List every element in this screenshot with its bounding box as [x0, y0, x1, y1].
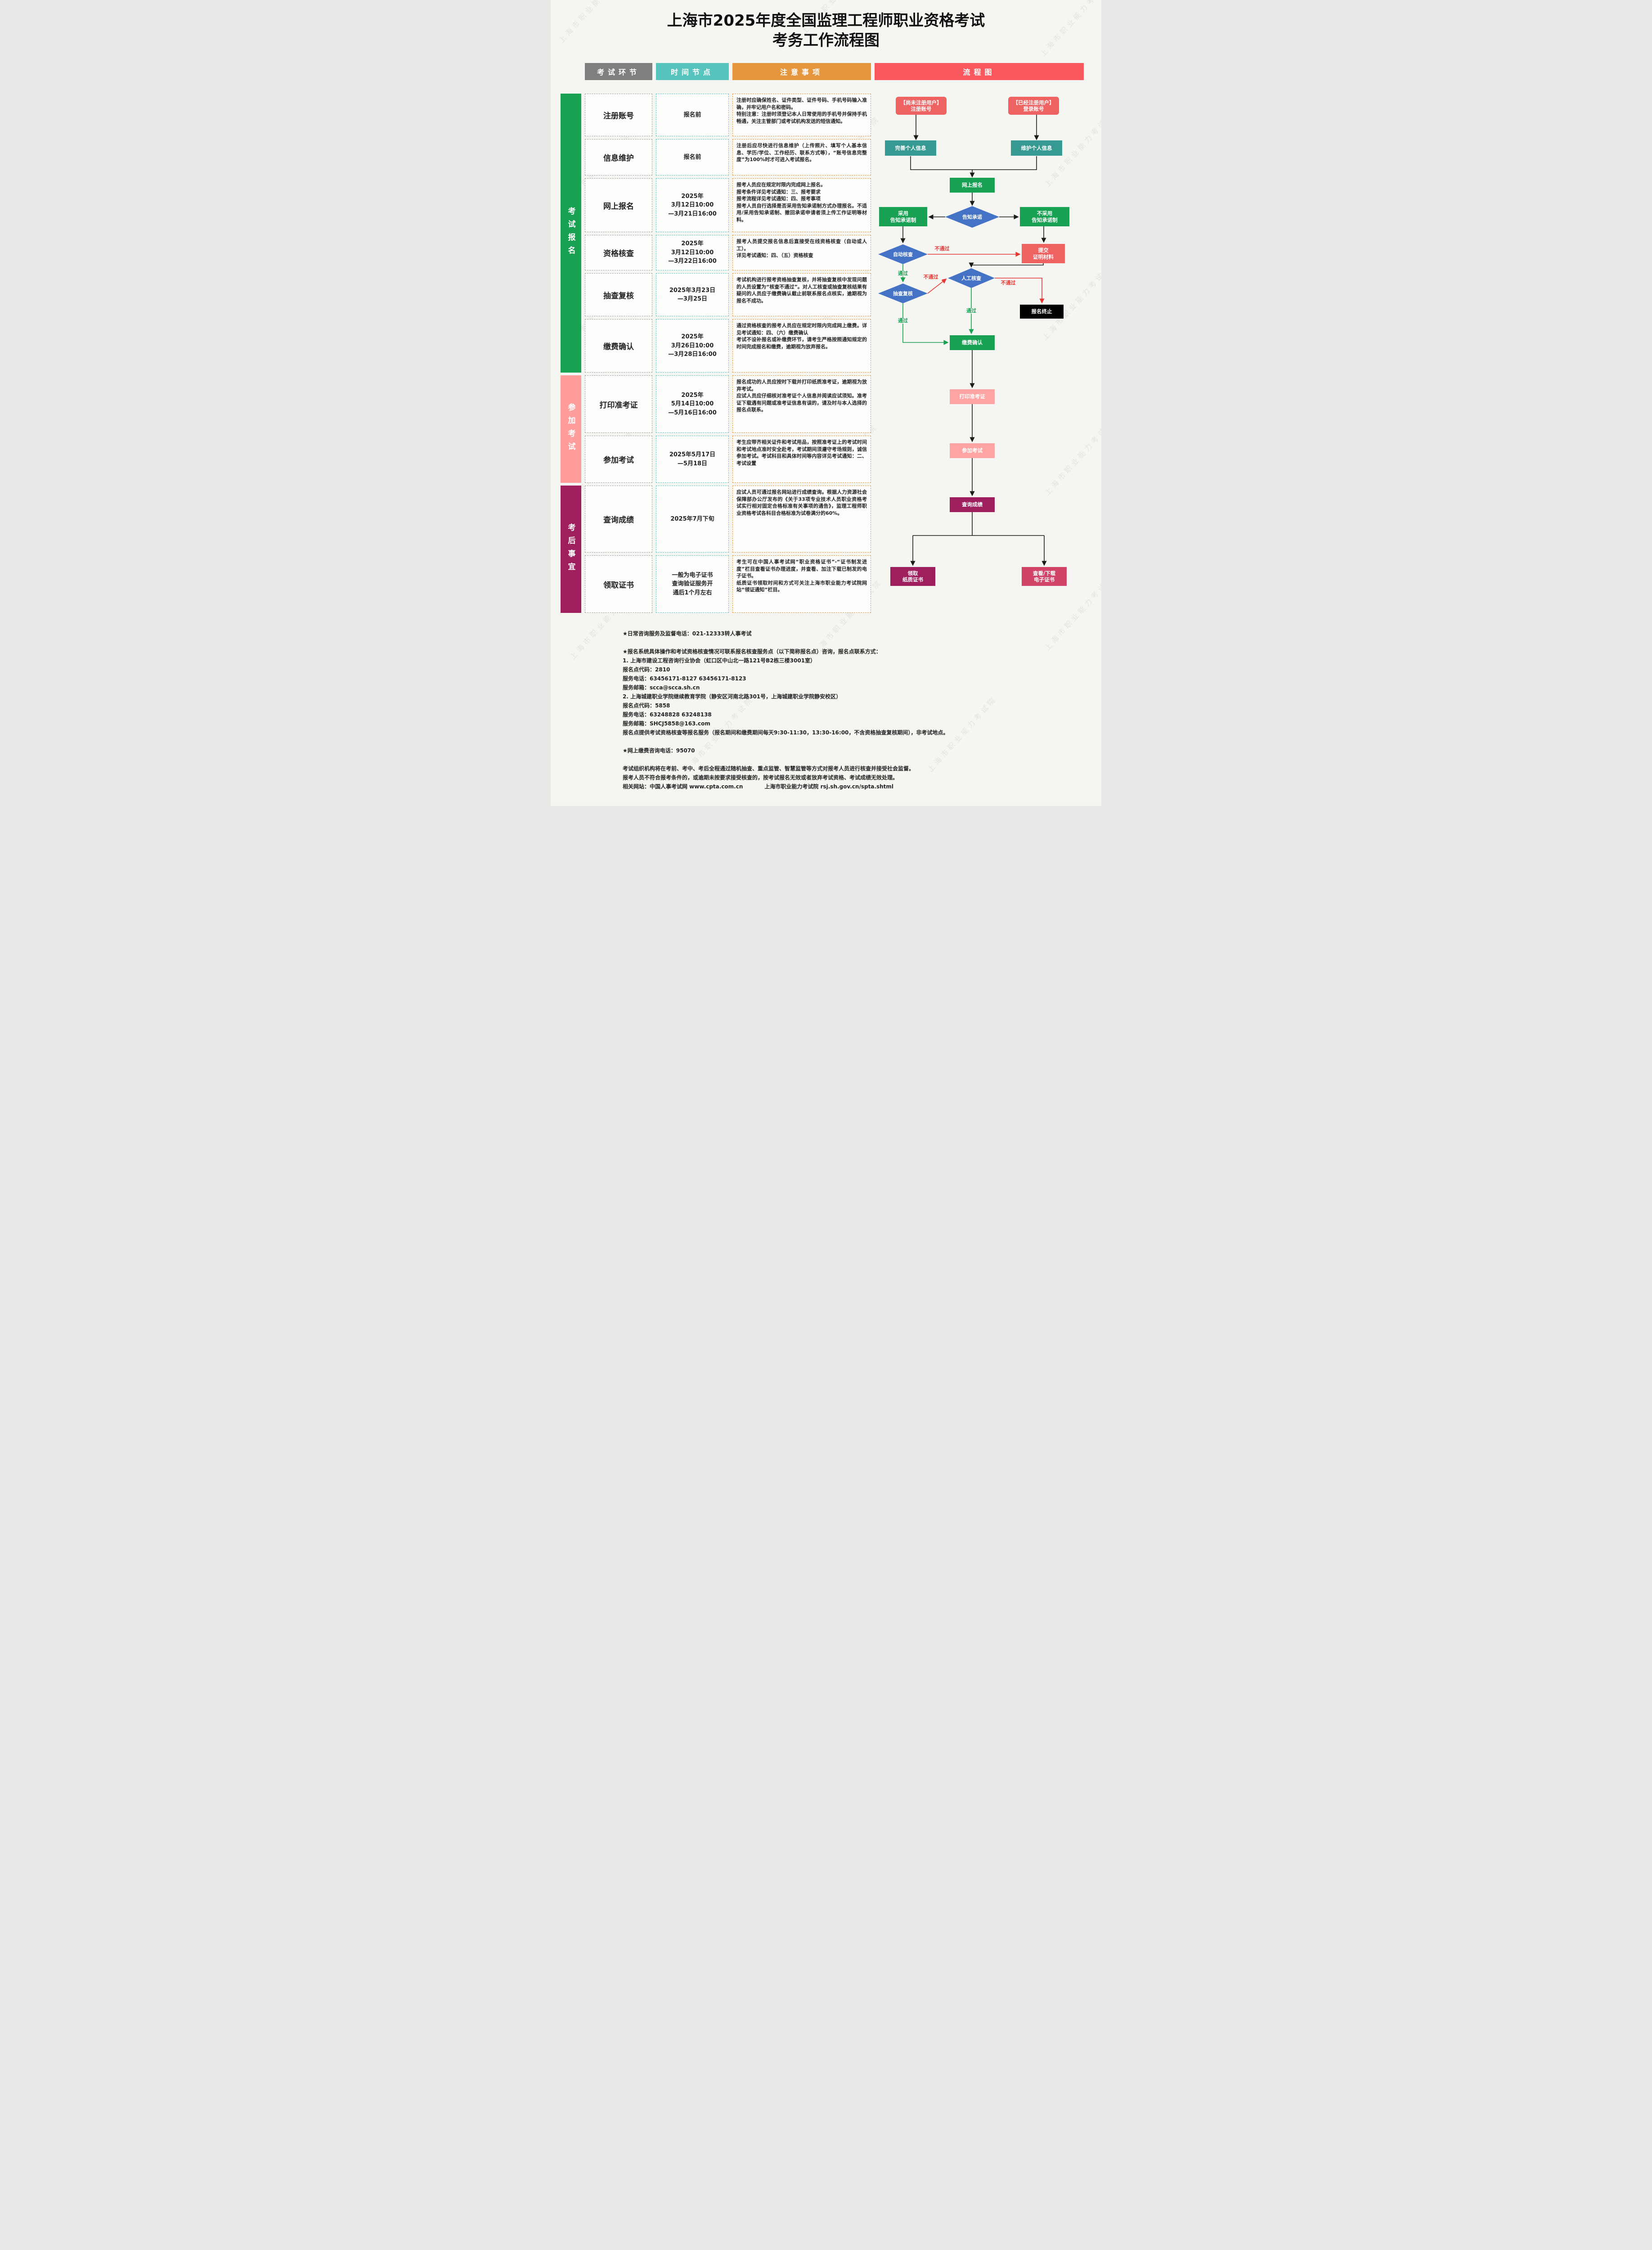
flow-node-print-ticket: 打印准考证	[950, 389, 995, 404]
time-cell-certificate: 一般为电子证书 查询验证服务开 通后1个月左右	[656, 555, 729, 613]
time-cell-online-reg: 2025年 3月12日10:00 —3月21日16:00	[656, 178, 729, 232]
note-cell-score: 应试人员可通过报名网站进行成绩查询。根据人力资源社会保障部办公厅发布的《关于33…	[732, 486, 871, 553]
edge-label-fail-spot: 不通过	[920, 274, 942, 280]
flow-node-online-register: 网上报名	[950, 178, 995, 193]
footer-point2-code: 报名点代码：5858	[623, 702, 670, 709]
time-cell-print-ticket: 2025年 5月14日10:00 —5月16日16:00	[656, 375, 729, 433]
footer-point1-name: 1. 上海市建设工程咨询行业协会（虹口区中山北一路121号B2栋三楼3001室）	[623, 657, 816, 664]
footer-hotline: ★日常咨询服务及监督电话：021-12333转人事考试	[623, 630, 752, 637]
footer: ★日常咨询服务及监督电话：021-12333转人事考试 ★报名系统具体操作和考试…	[623, 629, 1073, 791]
step-cell-payment: 缴费确认	[585, 319, 652, 373]
step-cell-score: 查询成绩	[585, 486, 652, 553]
footer-spacer	[623, 755, 1073, 764]
flow-node-pay-confirm: 缴费确认	[950, 335, 995, 350]
note-cell-register: 注册时应确保姓名、证件类型、证件号码、手机号码输入准确，并牢记用户名和密码。 特…	[732, 94, 871, 136]
flow-node-not-adopt-promise: 不采用 告知承诺制	[1020, 207, 1069, 226]
flowchart: 【尚未注册用户】 注册账号 【已经注册用户】 登录账号 完善个人信息 维护个人信…	[875, 83, 1084, 616]
footer-service-intro: ★报名系统具体操作和考试资格核查情况可联系报名核查服务点（以下简称报名点）咨询，…	[623, 648, 881, 655]
note-cell-spot-check: 考试机构进行报考资格抽查复核，并将抽查复核中发现问题的人员设置为“核查不通过”。…	[732, 273, 871, 316]
note-cell-certificate: 考生可在中国人事考试网“职业资格证书”-“证书制发进度”栏目查看证书办理进度，并…	[732, 555, 871, 613]
footer-point1-email: 服务邮箱：scca@scca.sh.cn	[623, 684, 700, 691]
footer-point1-phone: 服务电话：63456171-8127 63456171-8123	[623, 675, 746, 682]
flow-node-submit-materials: 提交 证明材料	[1022, 244, 1065, 263]
footer-related-websites: 相关网站：中国人事考试网 www.cpta.com.cn 上海市职业能力考试院 …	[623, 783, 893, 790]
time-cell-score: 2025年7月下旬	[656, 486, 729, 553]
step-cell-info: 信息维护	[585, 139, 652, 176]
time-cell-spot-check: 2025年3月23日 —3月25日	[656, 273, 729, 316]
flow-node-query-score: 查询成绩	[950, 497, 995, 512]
flow-node-adopt-promise: 采用 告知承诺制	[879, 207, 927, 226]
time-cell-take-exam: 2025年5月17日 —5月18日	[656, 436, 729, 483]
step-cell-qualification: 资格核查	[585, 235, 652, 270]
footer-supervision-2: 报考人员不符合报考条件的，或逾期未按要求接受核查的，按考试报名无效或者放弃考试资…	[623, 774, 898, 781]
flow-node-e-cert: 查看/下载 电子证书	[1022, 567, 1067, 586]
note-cell-info: 注册后应尽快进行信息维护（上传照片、填写个人基本信息、学历/学位、工作经历、联系…	[732, 139, 871, 176]
footer-point2-phone: 服务电话：63248828 63248138	[623, 711, 712, 718]
footer-point2-name: 2. 上海城建职业学院继续教育学院（静安区河南北路301号，上海城建职业学院静安…	[623, 693, 842, 700]
flow-node-maintain-info: 维护个人信息	[1011, 140, 1062, 156]
footer-supervision-1: 考试组织机构将在考前、考中、考后全程通过随机抽查、重点监管、智慧监管等方式对报考…	[623, 765, 915, 772]
step-cell-take-exam: 参加考试	[585, 436, 652, 483]
flow-node-terminate: 报名终止	[1020, 305, 1064, 319]
footer-spacer	[623, 638, 1073, 647]
column-header-time: 时间节点	[656, 63, 729, 80]
flowchart-arrows	[900, 115, 1047, 566]
note-cell-take-exam: 考生应带齐相关证件和考试用品，按照准考证上的考试时间和考试地点准时安全赴考，考试…	[732, 436, 871, 483]
step-cell-register: 注册账号	[585, 94, 652, 136]
footer-spacer	[623, 737, 1073, 746]
time-cell-payment: 2025年 3月26日10:00 —3月28日16:00	[656, 319, 729, 373]
edge-label-fail-auto: 不通过	[931, 246, 953, 252]
column-header-flow: 流程图	[875, 63, 1084, 80]
step-cell-print-ticket: 打印准考证	[585, 375, 652, 433]
note-cell-qualification: 报考人员提交报名信息后直接受在线资格核查（自动或人工）。 详见考试通知：四、（五…	[732, 235, 871, 270]
footer-pay-hotline: ★网上缴费咨询电话：95070	[623, 747, 695, 754]
footer-point1-code: 报名点代码：2810	[623, 666, 670, 673]
edge-label-pass-auto: 通过	[895, 270, 911, 277]
step-cell-spot-check: 抽查复核	[585, 273, 652, 316]
step-cell-online-reg: 网上报名	[585, 178, 652, 232]
step-cell-certificate: 领取证书	[585, 555, 652, 613]
note-cell-online-reg: 报考人员应在规定时限内完成网上报名。 报考条件详见考试通知：三、报考要求 报考流…	[732, 178, 871, 232]
footer-point2-email: 服务邮箱：SHCJ5858@163.com	[623, 720, 710, 727]
phase-bar-after-exam: 考后事宜	[561, 486, 581, 613]
phase-bar-registration: 考试报名	[561, 94, 581, 373]
time-cell-info: 报名前	[656, 139, 729, 176]
page-title-line1: 上海市2025年度全国监理工程师职业资格考试	[667, 12, 985, 30]
page-title-line2: 考务工作流程图	[772, 32, 880, 50]
time-cell-qualification: 2025年 3月12日10:00 —3月22日16:00	[656, 235, 729, 270]
flow-node-take-exam: 参加考试	[950, 443, 995, 458]
column-header-step: 考试环节	[585, 63, 652, 80]
note-cell-print-ticket: 报名成功的人员应按时下载并打印纸质准考证，逾期视为放弃考试。 应试人员应仔细核对…	[732, 375, 871, 433]
column-header-notes: 注意事项	[732, 63, 871, 80]
flow-node-complete-info: 完善个人信息	[885, 140, 936, 156]
phase-bar-exam: 参加考试	[561, 375, 581, 483]
page: 上海市职业能力考试院 上海市职业能力考试院 上海市职业能力考试院 上海市职业能力…	[551, 0, 1101, 806]
flow-node-paper-cert: 领取 纸质证书	[890, 567, 935, 586]
flow-node-register-existing: 【已经注册用户】 登录账号	[1008, 97, 1059, 115]
time-cell-register: 报名前	[656, 94, 729, 136]
edge-label-pass-manual: 通过	[963, 308, 979, 314]
footer-service-hours: 报名点提供考试资格核查等报名服务（报名期间和缴费期间每天9:30-11:30，1…	[623, 729, 949, 736]
edge-label-pass-spot: 通过	[895, 318, 911, 324]
flow-node-register-new: 【尚未注册用户】 注册账号	[896, 97, 947, 115]
note-cell-payment: 通过资格核查的报考人员应在规定时限内完成网上缴费。详见考试通知：四、（六）缴费确…	[732, 319, 871, 373]
edge-label-fail-manual: 不通过	[997, 280, 1019, 286]
